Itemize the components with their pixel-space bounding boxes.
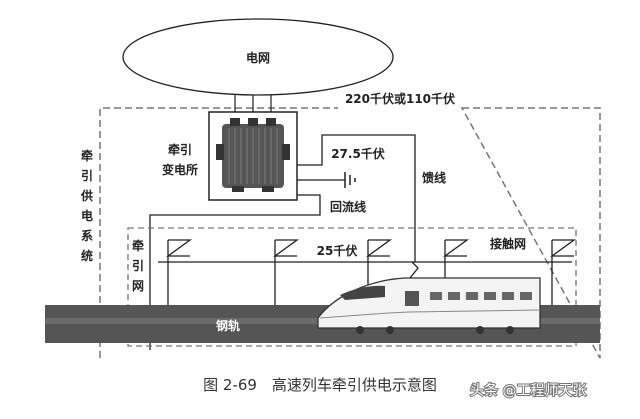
return-line xyxy=(149,194,321,350)
return-line-label: 回流线 xyxy=(330,199,366,214)
substation-label-1: 牵引 xyxy=(168,142,192,157)
catenary-label: 接触网 xyxy=(490,236,526,251)
watermark: 头条 @工程师天张 xyxy=(470,382,586,399)
feeder-voltage-label: 27.5千伏 xyxy=(331,146,385,161)
system-label-char: 系 xyxy=(81,228,93,243)
transmission-voltage-label: 220千伏或110千伏 xyxy=(345,91,455,106)
feeder-label: 馈线 xyxy=(422,170,446,185)
high-speed-train xyxy=(317,261,541,334)
system-label-char: 供 xyxy=(80,188,93,203)
system-label-char: 电 xyxy=(81,208,93,223)
system-label-char: 牵 xyxy=(81,148,93,163)
network-label-char: 网 xyxy=(132,279,144,293)
network-label-char: 牵 xyxy=(132,238,144,253)
contact-voltage-label: 25千伏 xyxy=(317,243,358,258)
figure-caption: 图 2-69 高速列车牵引供电示意图 xyxy=(203,376,437,394)
rail-label: 钢轨 xyxy=(216,318,240,333)
ground-symbol-icon xyxy=(344,172,356,188)
pantograph-icon xyxy=(409,261,419,279)
substation-label-2: 变电所 xyxy=(162,162,198,177)
power-grid-ellipse xyxy=(122,18,394,96)
network-label-char: 引 xyxy=(132,259,144,273)
power-grid-label: 电网 xyxy=(246,50,270,65)
feeder-line xyxy=(297,134,416,262)
system-label-char: 统 xyxy=(81,248,93,263)
transformer-icon xyxy=(216,118,290,192)
system-boundary xyxy=(99,107,601,359)
system-label-char: 引 xyxy=(81,169,93,183)
network-boundary xyxy=(127,227,577,347)
